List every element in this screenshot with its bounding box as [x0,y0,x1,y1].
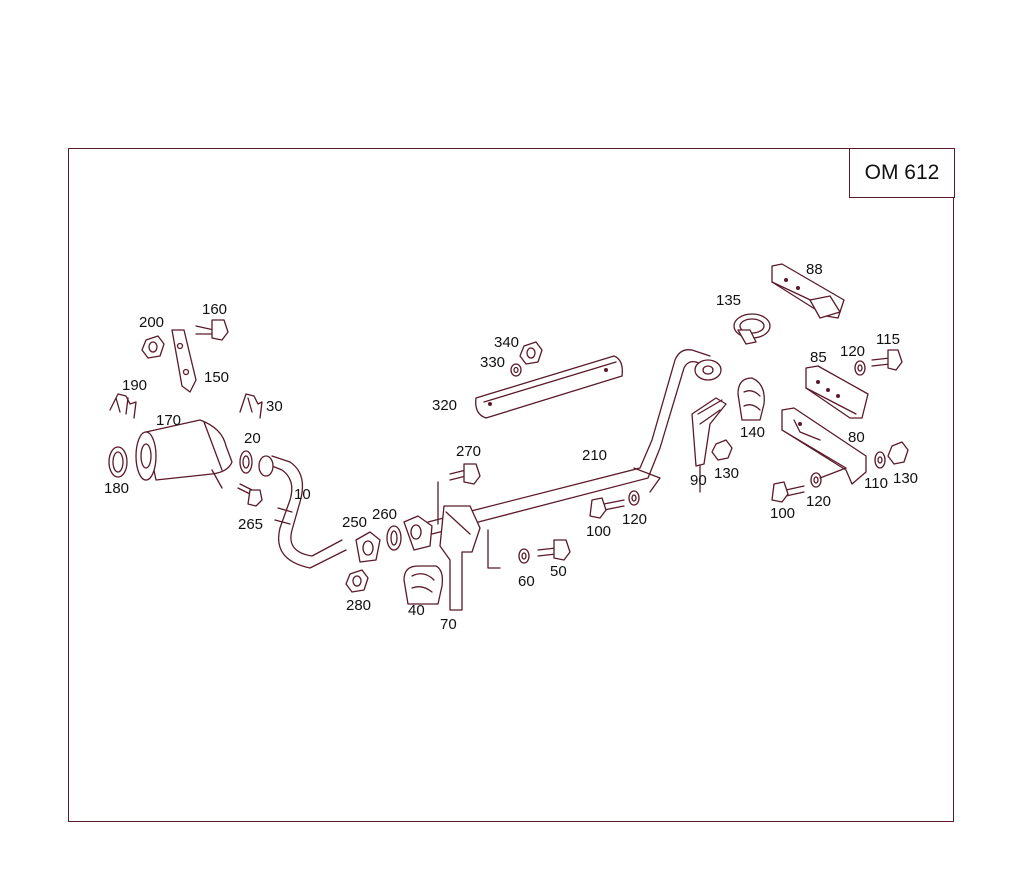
label-88: 88 [806,261,823,278]
part-100-bolt [771,481,805,503]
part-120-washer [628,490,640,506]
label-210: 210 [582,447,607,464]
part-30-clip [239,393,263,419]
label-130: 130 [714,465,739,482]
part-115-bolt [871,349,903,371]
label-260: 260 [372,506,397,523]
part-190-clip [109,393,137,419]
part-110-washer [874,451,886,469]
label-150: 150 [204,369,229,386]
label-180: 180 [104,480,129,497]
part-320-heat-shield [475,355,623,419]
label-265: 265 [238,516,263,533]
leader-line [819,467,847,479]
part-labels: 10 20 30 40 50 60 70 80 85 88 90 100 100… [104,261,918,633]
part-80-bracket [781,407,867,485]
part-50-bolt [537,539,571,561]
label-250: 250 [342,514,367,531]
label-160: 160 [202,301,227,318]
part-100-bolt [589,497,625,519]
label-85: 85 [810,349,827,366]
part-150-bracket [171,329,197,393]
label-70: 70 [440,616,457,633]
part-135-clamp [733,313,771,345]
part-pipe-flange [403,515,433,551]
label-120: 120 [622,511,647,528]
label-60: 60 [518,573,535,590]
part-330-washer [510,363,522,377]
part-140-rubber-mount [737,377,765,421]
label-140: 140 [740,424,765,441]
label-120: 120 [806,493,831,510]
label-100: 100 [770,505,795,522]
leader-line [487,529,501,569]
diagram-frame [68,148,954,822]
label-190: 190 [122,377,147,394]
part-88-bracket [771,263,845,319]
part-180-ring [108,446,128,478]
engine-code-label: OM 612 [864,161,940,184]
part-20-gasket [239,450,253,474]
engine-code-box: OM 612 [849,148,955,198]
leader-line [633,467,661,493]
part-90-hanger [691,397,727,493]
label-200: 200 [139,314,164,331]
part-130-nut [711,439,733,461]
label-120: 120 [840,343,865,360]
label-100: 100 [586,523,611,540]
label-330: 330 [480,354,505,371]
part-70-bracket [437,481,481,611]
part-120-washer [854,360,866,376]
part-170-catalytic-converter [135,419,233,489]
label-130: 130 [893,470,918,487]
part-260-gasket [386,525,402,551]
label-110: 110 [864,475,888,492]
part-85-bracket [805,365,869,419]
label-115: 115 [876,331,900,348]
label-20: 20 [244,430,261,447]
label-80: 80 [848,429,865,446]
part-60-washer [518,548,530,564]
part-10-front-pipe [258,455,347,569]
label-320: 320 [432,397,457,414]
part-250-flange [355,531,381,563]
label-340: 340 [494,334,519,351]
label-170: 170 [156,412,181,429]
part-280-nut [345,569,369,593]
part-200-nut [141,335,165,359]
part-120-washer [810,472,822,488]
part-270-bolt [449,463,481,485]
label-30: 30 [266,398,283,415]
part-265-bolt [237,483,263,507]
label-50: 50 [550,563,567,580]
part-210-pipe [427,349,722,535]
part-340-nut [519,341,543,365]
label-90: 90 [690,472,707,489]
label-135: 135 [716,292,741,309]
label-10: 10 [294,486,311,503]
part-40-rubber-mount [403,565,444,605]
label-40: 40 [408,602,425,619]
label-270: 270 [456,443,481,460]
part-160-bolt [195,319,229,341]
part-130-nut [887,441,909,465]
label-280: 280 [346,597,371,614]
